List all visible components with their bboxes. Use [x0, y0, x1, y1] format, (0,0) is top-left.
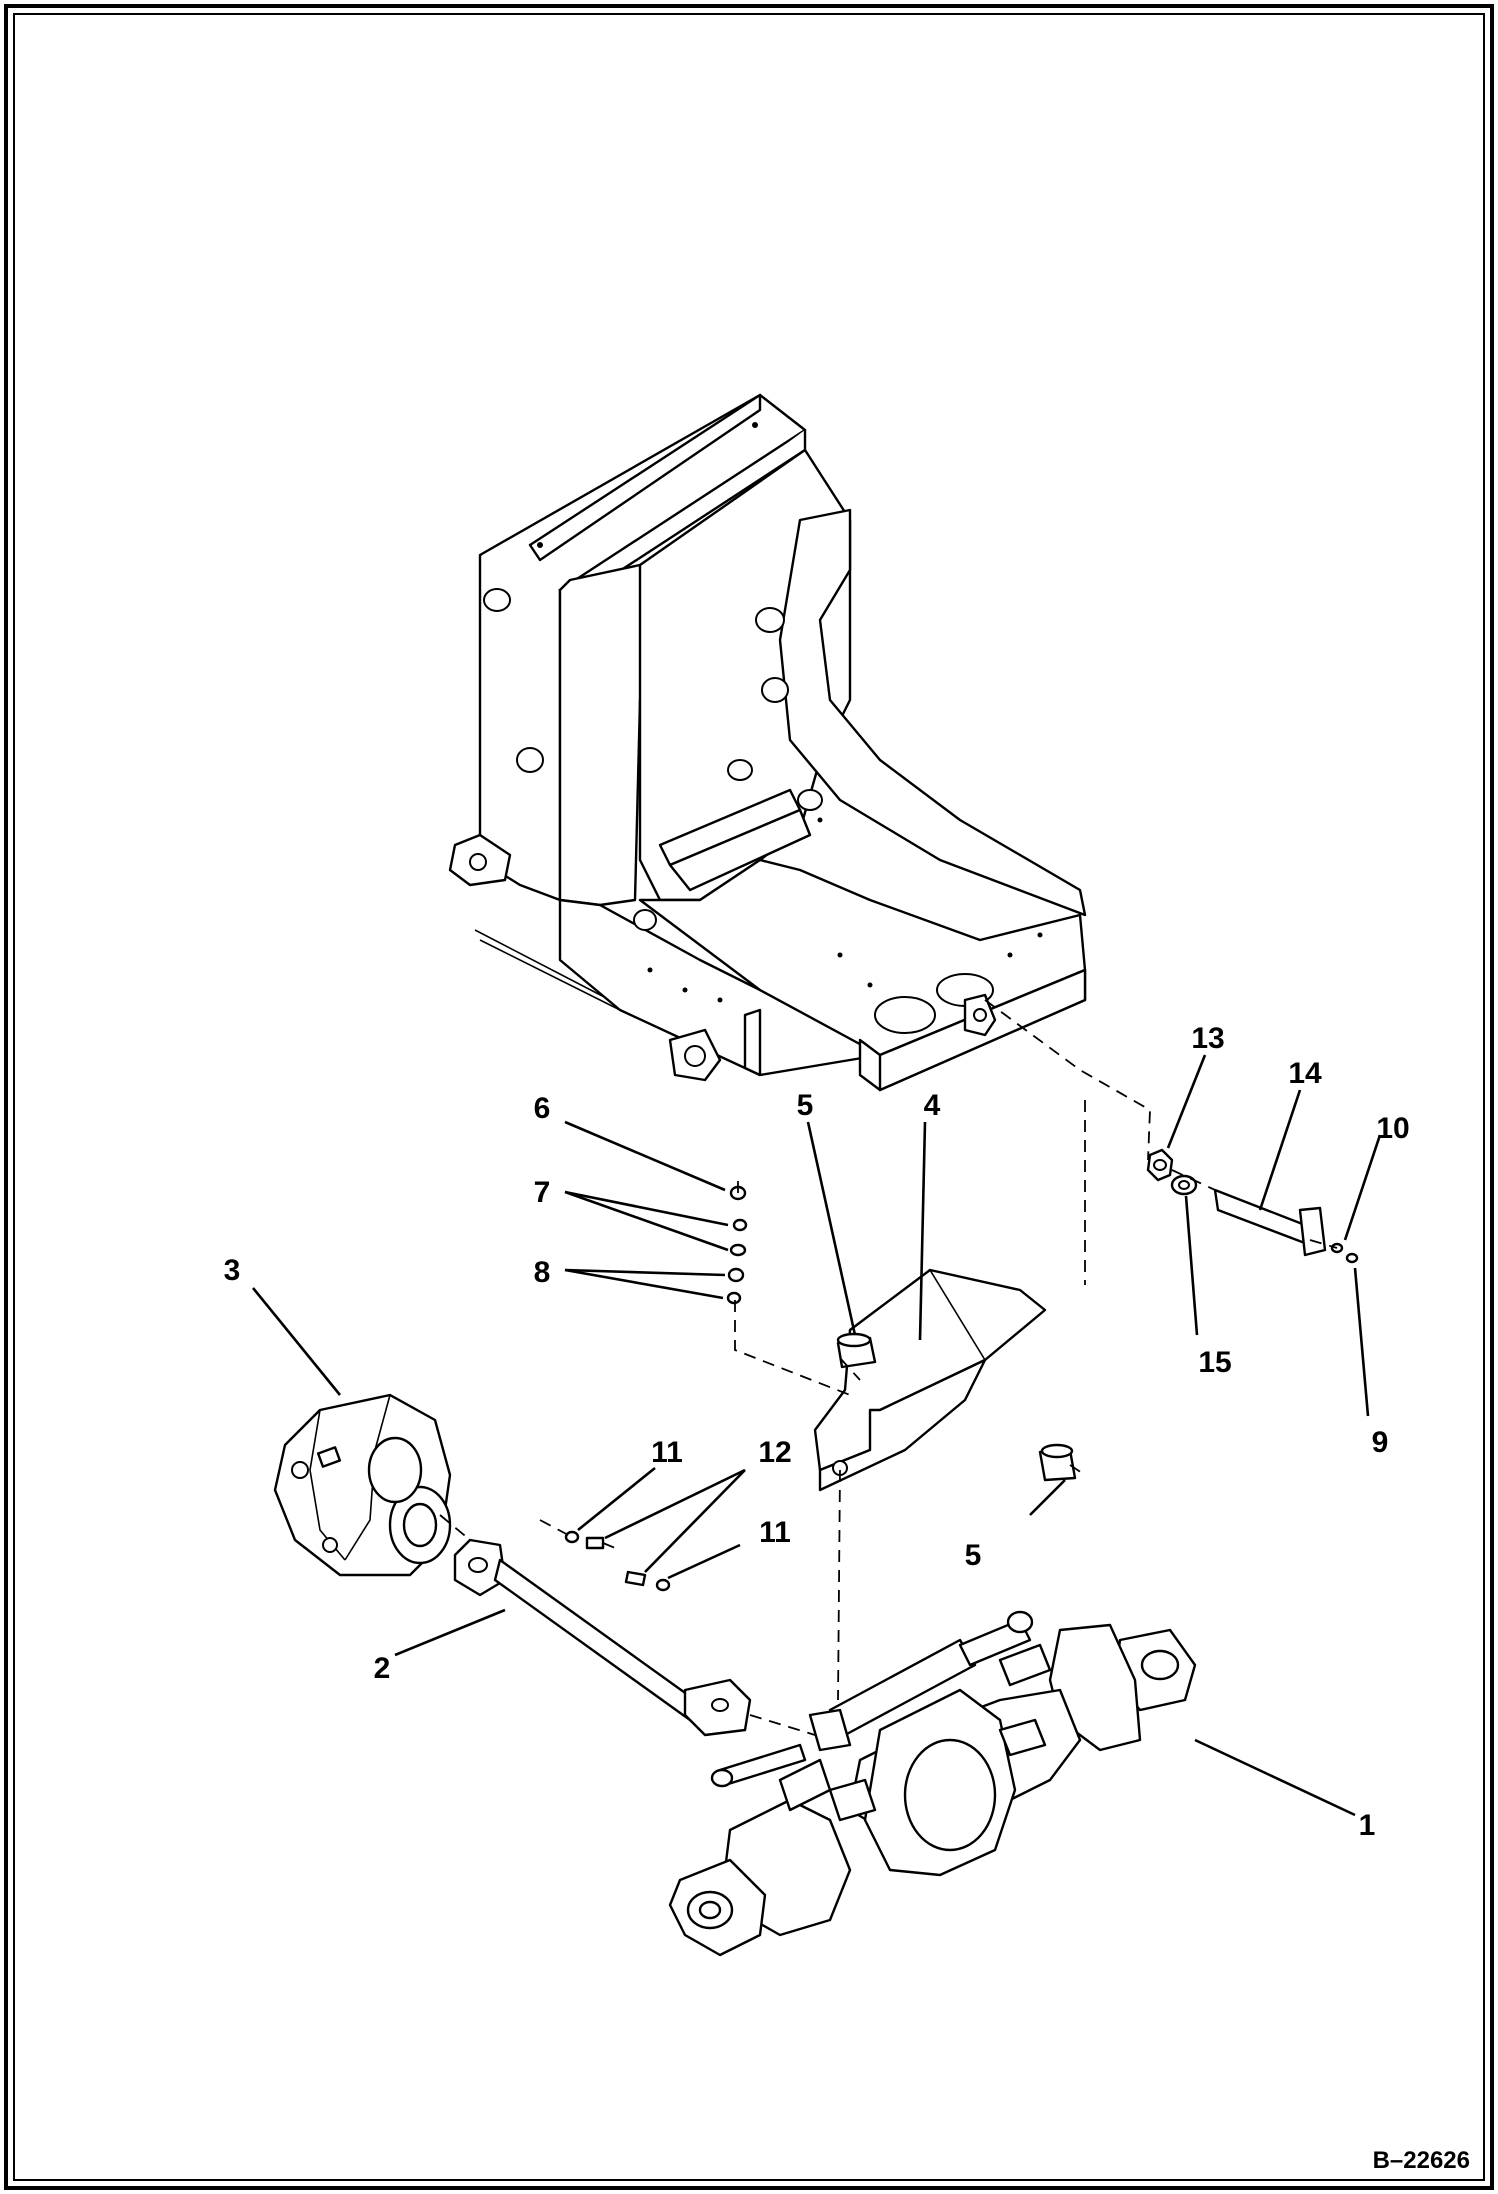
bolt-hardware [564, 1530, 671, 1592]
pivot-pin-assembly [1146, 1148, 1359, 1264]
callout-11-upper: 11 [651, 1436, 683, 1469]
callout-11-lower: 11 [759, 1516, 791, 1549]
washer-stack [726, 1185, 748, 1305]
inner-border [13, 13, 1485, 2181]
callout-7: 7 [534, 1176, 551, 1209]
callout-15: 15 [1198, 1346, 1231, 1379]
callout-5-upper: 5 [797, 1089, 814, 1122]
callout-labels: 1 2 3 4 5 5 6 7 8 9 10 11 11 12 13 14 15 [224, 1022, 1410, 1842]
drawing-reference-number: B–22626 [1373, 2147, 1470, 2174]
callout-4: 4 [924, 1089, 941, 1122]
drive-motor [273, 1393, 452, 1577]
callout-2: 2 [374, 1652, 391, 1685]
callout-5-lower: 5 [965, 1539, 982, 1572]
axle-bracket [813, 1268, 1077, 1492]
callout-14: 14 [1288, 1057, 1322, 1090]
callout-3: 3 [224, 1254, 241, 1287]
axle-assembly [668, 1610, 1197, 1957]
assembly-lines [439, 999, 1338, 1736]
leader-lines [251, 1054, 1382, 1817]
callout-12: 12 [758, 1436, 791, 1469]
drive-shaft [453, 1538, 752, 1737]
callout-9: 9 [1372, 1426, 1389, 1459]
callout-6: 6 [534, 1092, 551, 1125]
callout-8: 8 [534, 1256, 551, 1289]
callout-10: 10 [1376, 1112, 1409, 1145]
outer-border [4, 4, 1494, 2190]
callout-1: 1 [1359, 1809, 1376, 1842]
callout-13: 13 [1191, 1022, 1224, 1055]
frame-rivets [537, 422, 1043, 1003]
main-frame [448, 393, 1087, 1092]
